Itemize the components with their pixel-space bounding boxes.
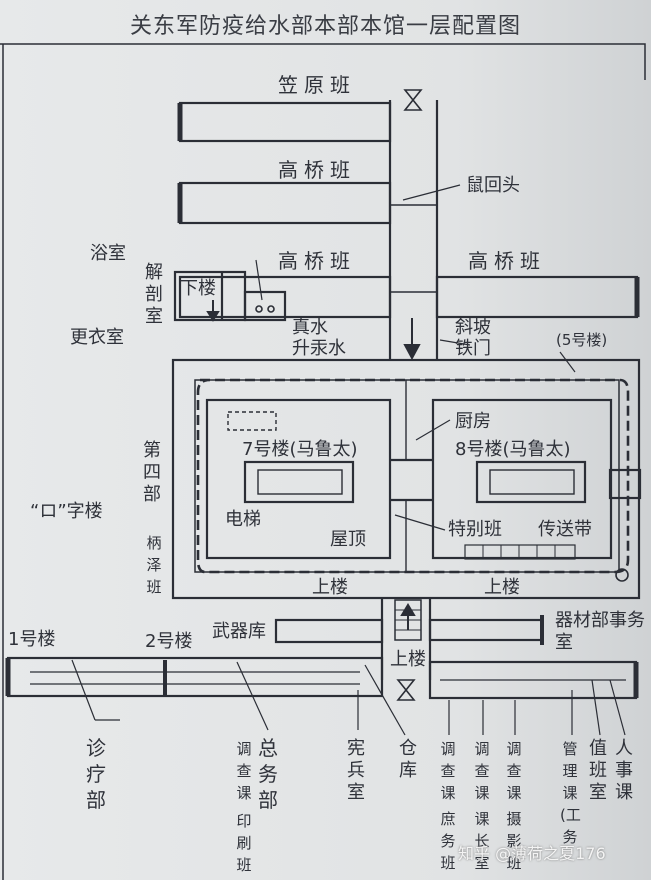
label-survey-section-2: 调查课: [474, 740, 490, 802]
label-kitchen: 厨房: [455, 411, 491, 432]
label-warehouse: 仓库: [399, 738, 417, 781]
label-upstairs-right: 上楼: [484, 577, 520, 598]
label-kasahara-unit: 笠原班: [278, 73, 356, 97]
label-bathroom: 浴室: [90, 243, 126, 264]
label-rat-return: 鼠回头: [466, 175, 520, 196]
label-clinic-department: 诊疗部: [86, 736, 106, 812]
label-building-1: 1号楼: [8, 629, 56, 650]
label-building-2: 2号楼: [145, 631, 193, 652]
label-roof: 屋顶: [330, 529, 366, 550]
label-changing-room: 更衣室: [70, 327, 124, 348]
label-ro-building: “ロ”字楼: [30, 501, 103, 522]
wing-bottom-left: [6, 656, 384, 698]
label-survey-section-1: 调查课: [440, 740, 456, 802]
label-photo-unit: 摄影班: [506, 810, 522, 872]
label-takahashi-unit-2: 高桥班: [278, 249, 356, 273]
wing-kasahara: [178, 101, 392, 143]
label-downstairs: 下楼: [180, 278, 216, 299]
label-survey-section-print: 调查课: [236, 740, 252, 802]
wing-takahashi-1: [178, 181, 392, 225]
label-building-5: (5号楼): [556, 331, 608, 349]
watermark: 知乎 @薄荷之夏176: [458, 844, 606, 863]
label-management-section: 管理课(工务: [560, 740, 581, 846]
label-personnel-section: 人事课: [615, 738, 633, 803]
label-building-8: 8号楼(马鲁太): [455, 439, 571, 460]
label-chief-room: 课长室: [474, 810, 490, 872]
label-upstairs-lower: 上楼: [390, 649, 426, 670]
label-karasawa-unit: 柄泽班: [146, 534, 162, 596]
label-armory: 武器库: [212, 621, 266, 642]
label-duty-room: 值班室: [589, 738, 607, 803]
label-iron-gate: 铁门: [455, 338, 491, 359]
label-general-affairs: 总务部: [258, 736, 278, 812]
label-general-unit: 庶务班: [440, 810, 456, 872]
label-equipment-office: 器材部事务室: [555, 610, 645, 653]
label-dissection-room: 解剖室: [145, 262, 163, 327]
building-7: [205, 398, 392, 560]
label-military-police: 宪兵室: [347, 738, 365, 803]
label-printing-unit: 印刷班: [236, 812, 252, 874]
label-special-unit: 特别班: [448, 519, 502, 540]
label-mercuric-water: 升汞水: [292, 338, 346, 359]
label-fresh-water: 真水: [292, 317, 328, 338]
label-building-7: 7号楼(马鲁太): [242, 439, 358, 460]
label-conveyor: 传送带: [538, 519, 592, 540]
label-fourth-department: 第四部: [143, 440, 161, 505]
page-title: 关东军防疫给水部本部本馆一层配置图: [129, 14, 521, 39]
label-takahashi-unit-1: 高桥班: [278, 158, 356, 182]
label-upstairs-left: 上楼: [312, 577, 348, 598]
label-ramp: 斜坡: [455, 317, 491, 338]
wing-takahashi-3: [435, 275, 639, 319]
label-elevator: 电梯: [225, 509, 261, 530]
label-takahashi-unit-3: 高桥班: [468, 249, 546, 273]
label-survey-section-3: 调查课: [506, 740, 522, 802]
